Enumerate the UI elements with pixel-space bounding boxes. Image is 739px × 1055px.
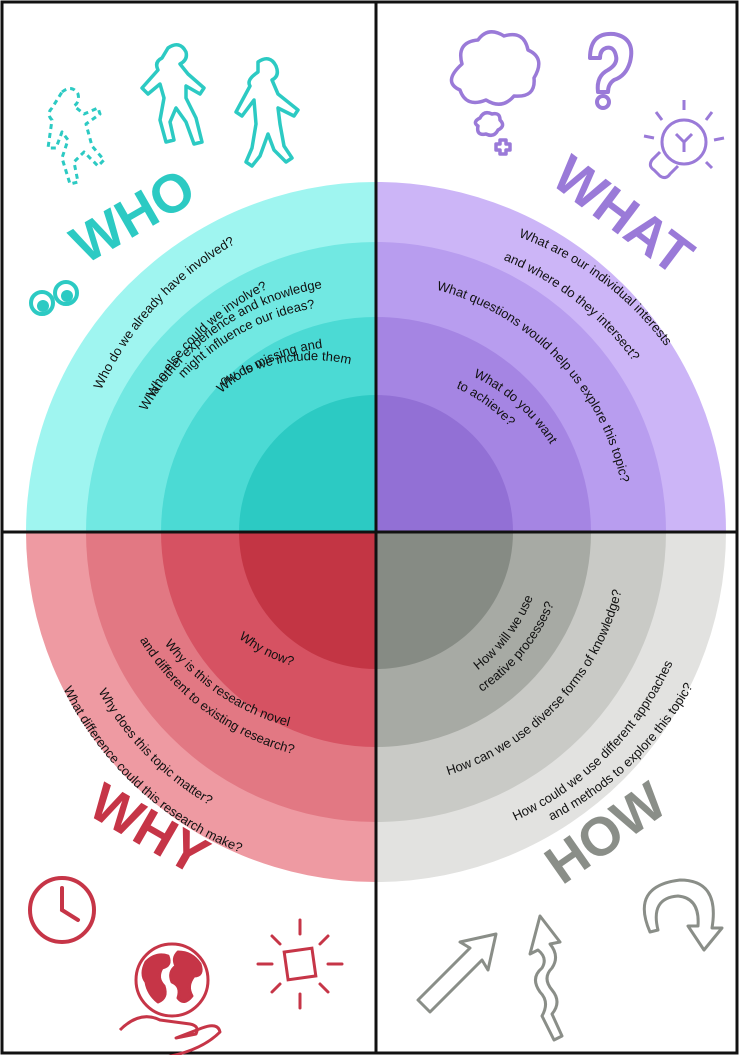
walking-person-dashed-icon (46, 87, 106, 186)
what-ring-inner (376, 395, 513, 532)
how-quadrant (376, 532, 726, 882)
circular-arrow-icon (642, 878, 724, 952)
why-ring-inner (239, 532, 376, 669)
globe-in-hand-icon (118, 942, 222, 1055)
thought-cloud-icon (449, 30, 541, 156)
question-mark-icon (588, 31, 634, 110)
who-ring-inner (239, 395, 376, 532)
wavy-arrow-icon (528, 914, 564, 1042)
clock-icon (28, 876, 96, 944)
eyes-icon (29, 280, 79, 316)
how-ring-inner (376, 532, 513, 669)
what-quadrant (376, 182, 726, 532)
why-quadrant (26, 532, 376, 882)
straight-arrow-icon (416, 932, 498, 1014)
sparkle-square-icon (256, 918, 344, 1010)
lightbulb-icon (643, 100, 725, 180)
person-icon (234, 57, 300, 168)
person-icon (140, 43, 206, 146)
who-quadrant (26, 182, 376, 532)
